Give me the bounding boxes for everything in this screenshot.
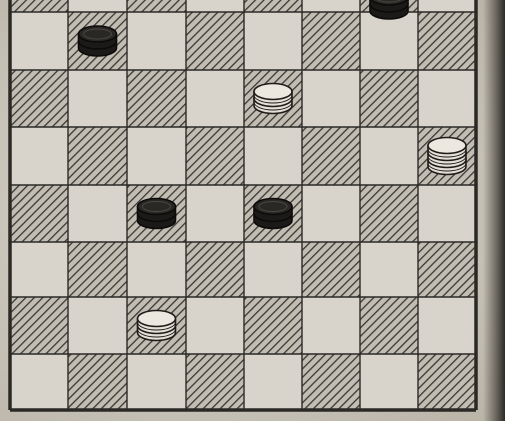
board-square-dark — [10, 185, 68, 242]
board-square-light — [244, 127, 302, 185]
board-square-light — [127, 242, 186, 297]
black-checker-piece[interactable] — [138, 199, 176, 229]
black-checker-piece[interactable] — [370, 0, 408, 19]
black-checker-piece[interactable] — [79, 26, 117, 56]
board-square-light — [127, 354, 186, 410]
board-square-light — [244, 354, 302, 410]
board-square-dark — [186, 354, 244, 410]
board-square-light — [10, 127, 68, 185]
board-square-dark — [360, 70, 418, 127]
board-square-dark — [68, 242, 127, 297]
board-square-light — [302, 70, 360, 127]
board-square-light — [302, 297, 360, 354]
board-square-dark — [418, 354, 476, 410]
board-square-dark — [418, 12, 476, 70]
paper-edge-shadow — [483, 0, 505, 421]
board-square-light — [186, 0, 244, 12]
board-square-dark — [418, 242, 476, 297]
board-square-light — [68, 297, 127, 354]
board-square-dark — [302, 242, 360, 297]
board-square-light — [244, 242, 302, 297]
board-square-dark — [186, 12, 244, 70]
board-square-light — [68, 70, 127, 127]
board-square-light — [10, 354, 68, 410]
board-square-light — [68, 185, 127, 242]
board-square-light — [186, 185, 244, 242]
board-square-dark — [360, 185, 418, 242]
board-square-dark — [360, 297, 418, 354]
board-square-dark — [186, 127, 244, 185]
board-square-dark — [302, 354, 360, 410]
board-square-light — [360, 12, 418, 70]
board-square-dark — [127, 0, 186, 12]
board-square-dark — [244, 0, 302, 12]
board-square-dark — [186, 242, 244, 297]
board-square-light — [418, 297, 476, 354]
board-square-light — [360, 242, 418, 297]
board-square-light — [186, 70, 244, 127]
white-checker-piece[interactable] — [254, 84, 292, 114]
board-square-light — [360, 127, 418, 185]
board-square-light — [418, 185, 476, 242]
board-square-light — [186, 297, 244, 354]
board-square-light — [302, 185, 360, 242]
board-square-dark — [302, 127, 360, 185]
board-square-light — [418, 0, 476, 12]
board-square-light — [10, 242, 68, 297]
board-square-dark — [10, 297, 68, 354]
white-checker-piece[interactable] — [428, 138, 466, 175]
board-square-dark — [68, 127, 127, 185]
board-square-light — [127, 127, 186, 185]
board-square-light — [418, 70, 476, 127]
white-checker-piece[interactable] — [138, 311, 176, 341]
board-square-dark — [244, 297, 302, 354]
board-square-light — [302, 0, 360, 12]
black-checker-piece[interactable] — [254, 199, 292, 229]
board-square-dark — [10, 70, 68, 127]
board-square-light — [10, 12, 68, 70]
board-square-dark — [127, 70, 186, 127]
board-square-light — [360, 354, 418, 410]
board-square-dark — [10, 0, 68, 12]
board-square-light — [68, 0, 127, 12]
board-square-light — [127, 12, 186, 70]
board-square-dark — [302, 12, 360, 70]
board-square-dark — [68, 354, 127, 410]
board-square-light — [244, 12, 302, 70]
